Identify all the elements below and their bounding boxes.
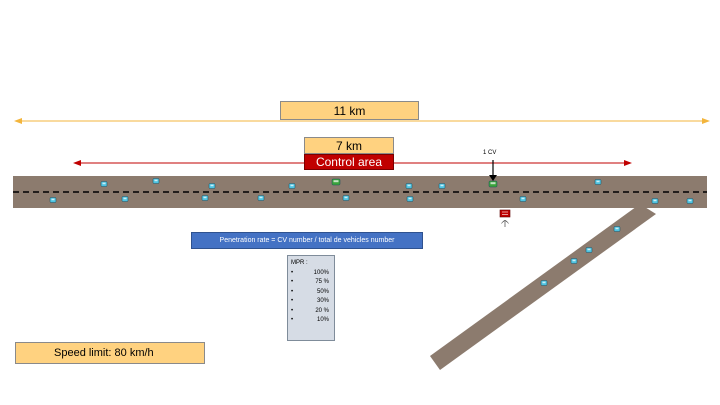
on-ramp [430,204,656,370]
bullet: • [291,279,294,286]
car-icon [594,179,602,185]
car-icon [519,196,527,202]
car-icon [121,196,129,202]
mpr-item: • 50% [291,288,331,297]
total-distance-label: 11 km [280,101,419,120]
connected-car-icon [488,180,498,188]
car-icon [686,198,694,204]
car-icon [288,183,296,189]
car-icon [342,195,350,201]
bullet: • [291,288,294,295]
mpr-item: • 30% [291,297,331,306]
car-icon [438,183,446,189]
mpr-value: 75 % [315,279,329,286]
mpr-title: MPR : [291,260,308,266]
control-area-label: Control area [304,154,394,170]
total-span-arrow [14,118,710,124]
car-icon [257,195,265,201]
bullet: • [291,270,294,276]
connected-car-icon [331,178,341,186]
speed-limit-label: Speed limit: 80 km/h [15,342,205,364]
car-icon [613,226,621,232]
mpr-value: 10% [316,317,329,324]
mpr-value: 20 % [315,307,329,314]
car-icon [49,197,57,203]
car-icon [585,247,593,253]
bullet: • [291,307,294,314]
car-icon [406,196,414,202]
mpr-item: • 100% [291,269,331,278]
cv-marker-arrow [489,160,497,181]
car-icon [208,183,216,189]
car-icon [651,198,659,204]
mpr-value: 100% [313,270,329,276]
mpr-item: • 20 % [291,307,331,316]
mpr-value: 30% [316,298,329,305]
car-icon [152,178,160,184]
control-length-label: 7 km [304,137,394,154]
vehicles-layer [49,178,694,286]
mpr-panel: MPR : • 100% • 75 % • 50% • 30% • 20 % • 10% [287,255,335,341]
car-icon [201,195,209,201]
car-icon [100,181,108,187]
bullet: • [291,298,294,305]
mpr-item: • 75 % [291,278,331,287]
car-icon [570,258,578,264]
car-icon [540,280,548,286]
penetration-formula-box: Penetration rate = CV number / total de … [191,232,423,249]
car-icon [405,183,413,189]
mpr-value: 50% [316,288,329,295]
cv-marker-label: 1 CV [483,150,497,156]
mpr-item: • 10% [291,316,331,325]
roadside-unit-icon [499,209,511,227]
bullet: • [291,317,294,324]
